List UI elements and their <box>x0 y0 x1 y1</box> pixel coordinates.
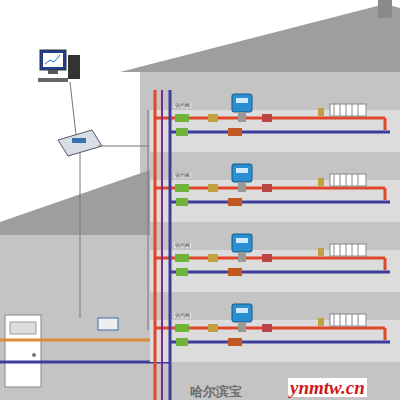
watermark: ynmtw.cn <box>288 378 367 397</box>
valve-label: 锁闭阀 <box>174 243 191 248</box>
valve-label: 锁闭阀 <box>174 103 191 108</box>
valve-label: 锁闭阀 <box>174 313 191 318</box>
valve-label: 锁闭阀 <box>174 173 191 178</box>
watermark: 哈尔滨宝 <box>190 385 242 398</box>
